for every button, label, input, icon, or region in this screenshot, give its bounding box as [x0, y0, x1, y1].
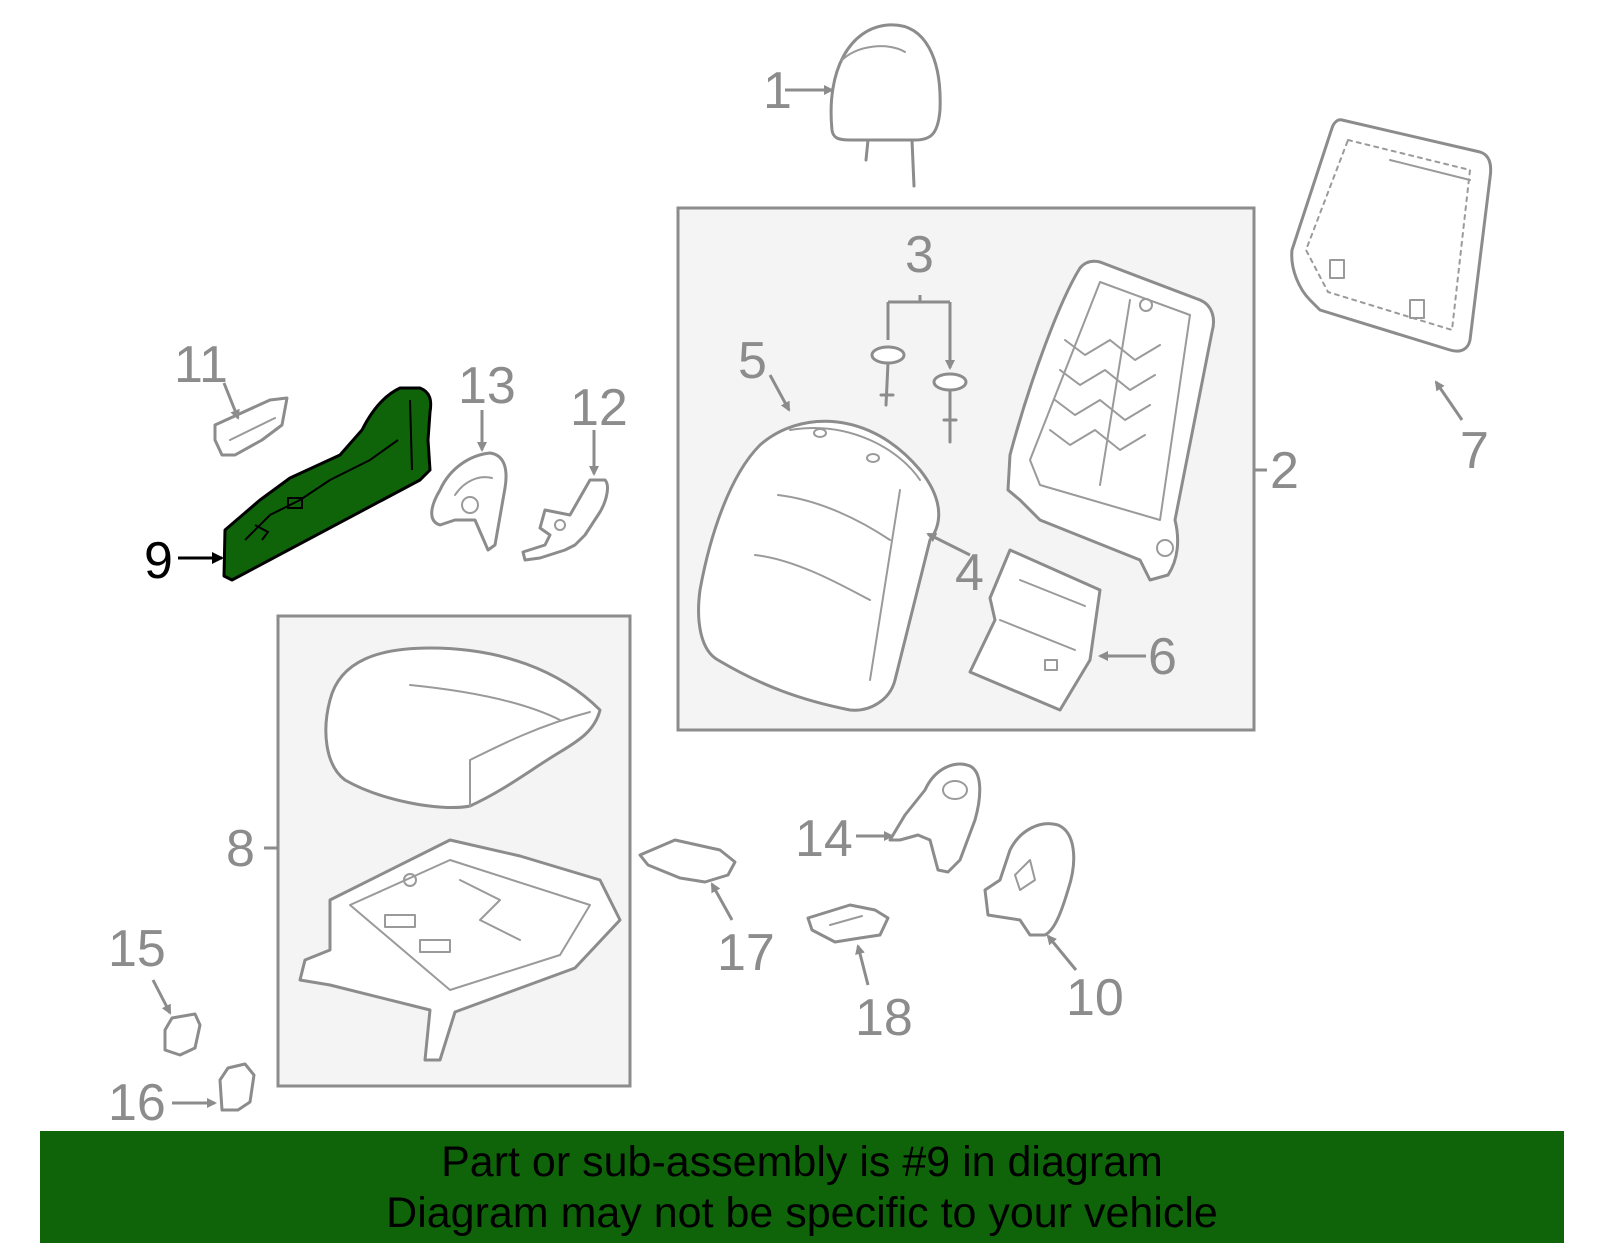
banner-line-disclaimer: Diagram may not be specific to your vehi… — [386, 1189, 1218, 1237]
callout-18: 18 — [855, 989, 913, 1047]
trim-part-18[interactable] — [806, 903, 890, 944]
hinge-cover-part-13[interactable] — [430, 451, 508, 552]
callout-15: 15 — [108, 920, 166, 978]
callout-3: 3 — [905, 226, 934, 284]
callout-14: 14 — [795, 810, 853, 868]
cap-part-16[interactable] — [218, 1062, 256, 1112]
callout-1: 1 — [763, 62, 792, 120]
callout-7: 7 — [1460, 422, 1489, 480]
back-board-part[interactable] — [1290, 118, 1493, 353]
recliner-cover-part-10[interactable] — [983, 822, 1076, 937]
headrest-part[interactable] — [829, 23, 942, 188]
callout-13: 13 — [458, 357, 516, 415]
callout-6: 6 — [1148, 628, 1177, 686]
trim-part-17[interactable] — [638, 838, 737, 884]
pin-leader — [886, 295, 950, 368]
seat-track-frame-part[interactable] — [298, 838, 622, 1062]
callout-4: 4 — [955, 544, 984, 602]
pin-part-left[interactable] — [870, 345, 906, 407]
cap-part-15[interactable] — [163, 1012, 202, 1057]
callout-9: 9 — [144, 532, 173, 590]
seat-side-shield-part-highlighted[interactable] — [222, 386, 433, 582]
recliner-cover-part-14[interactable] — [888, 762, 982, 874]
callout-8: 8 — [226, 820, 255, 878]
bracket-part-12[interactable] — [521, 478, 609, 562]
info-banner: Part or sub-assembly is #9 in diagram Di… — [40, 1131, 1564, 1243]
callout-12: 12 — [570, 379, 628, 437]
callout-11: 11 — [174, 336, 228, 394]
callout-5: 5 — [738, 332, 767, 390]
seatback-cover-part[interactable] — [697, 419, 941, 712]
leader-lines — [151, 85, 1464, 1108]
banner-line-part-number: Part or sub-assembly is #9 in diagram — [441, 1138, 1163, 1186]
callout-17: 17 — [717, 924, 775, 982]
callout-2: 2 — [1270, 442, 1299, 500]
trim-cap-part-11[interactable] — [213, 396, 289, 457]
callout-10: 10 — [1066, 969, 1124, 1027]
seatback-frame-part[interactable] — [1006, 259, 1215, 582]
callout-16: 16 — [108, 1074, 166, 1132]
lumbar-pad-part[interactable] — [968, 548, 1102, 712]
seat-cushion-part[interactable] — [324, 646, 602, 810]
